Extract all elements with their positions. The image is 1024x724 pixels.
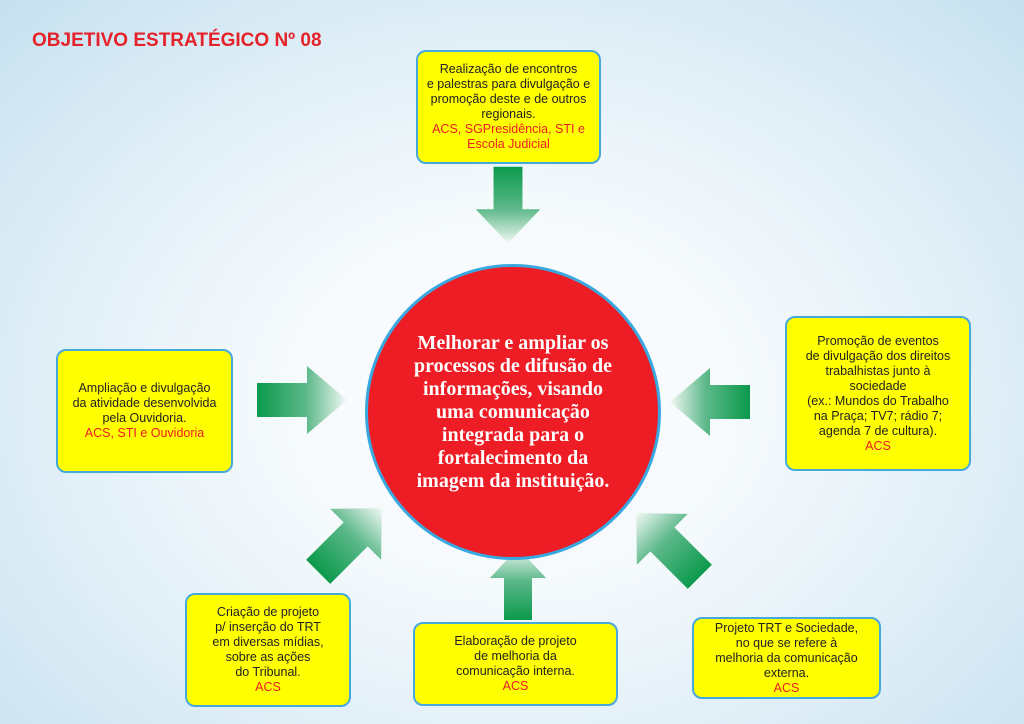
action-box-bottom-left: Criação de projeto p/ inserção do TRT em… bbox=[185, 593, 351, 707]
action-text: Elaboração de projeto de melhoria da com… bbox=[454, 634, 577, 678]
responsible-units: ACS bbox=[255, 680, 281, 694]
responsible-units: ACS bbox=[502, 679, 529, 693]
page-title: OBJETIVO ESTRATÉGICO Nº 08 bbox=[32, 30, 322, 51]
responsible-units: ACS, STI e Ouvidoria bbox=[84, 426, 205, 440]
arrow-bottom-mid bbox=[490, 548, 546, 620]
central-objective-text: Melhorar e ampliar os processos de difus… bbox=[414, 331, 612, 492]
action-text: Promoção de eventos de divulgação dos di… bbox=[805, 333, 951, 438]
action-box-left: Ampliação e divulgação da atividade dese… bbox=[56, 349, 233, 473]
arrow-right bbox=[670, 368, 750, 436]
action-text: Realização de encontros e palestras para… bbox=[426, 62, 591, 121]
action-text: Criação de projeto p/ inserção do TRT em… bbox=[212, 605, 324, 679]
action-box-right: Promoção de eventos de divulgação dos di… bbox=[785, 316, 971, 471]
action-text: Projeto TRT e Sociedade, no que se refer… bbox=[714, 620, 859, 680]
action-box-bottom-mid: Elaboração de projeto de melhoria da com… bbox=[413, 622, 618, 706]
arrow-top bbox=[475, 166, 541, 244]
action-box-bottom-right: Projeto TRT e Sociedade, no que se refer… bbox=[692, 617, 881, 699]
action-text: Ampliação e divulgação da atividade dese… bbox=[72, 381, 217, 425]
arrow-bottom-left bbox=[306, 508, 382, 584]
responsible-units: ACS, SGPresidência, STI e Escola Judicia… bbox=[432, 122, 585, 151]
action-box-top: Realização de encontros e palestras para… bbox=[416, 50, 601, 164]
arrow-bottom-right bbox=[636, 513, 712, 589]
central-objective: Melhorar e ampliar os processos de difus… bbox=[365, 264, 661, 560]
responsible-units: ACS bbox=[773, 680, 800, 695]
responsible-units: ACS bbox=[865, 438, 891, 453]
arrow-left bbox=[257, 366, 347, 434]
